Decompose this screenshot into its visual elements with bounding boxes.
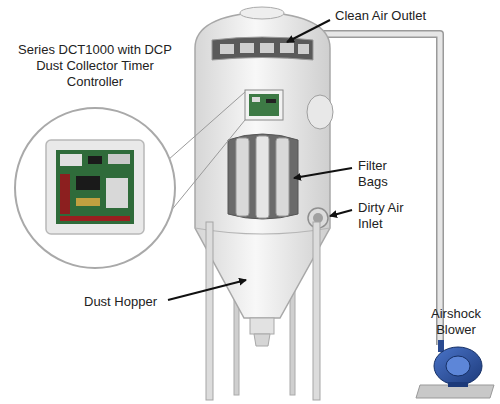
controller-enclosure xyxy=(46,140,144,234)
hopper-seam xyxy=(195,228,330,234)
leg xyxy=(313,222,320,400)
leader-arrow xyxy=(294,168,352,178)
airshock-blower xyxy=(434,347,482,385)
outlet-slot xyxy=(298,44,309,54)
blower-foot xyxy=(448,382,468,387)
board-part xyxy=(76,176,100,190)
board-part xyxy=(106,178,128,208)
collector-housing xyxy=(195,12,330,318)
inset-circle xyxy=(15,108,175,268)
circuit-board xyxy=(56,150,134,224)
blower-hub xyxy=(446,356,470,376)
hopper-spout xyxy=(254,334,270,346)
duct-pipe xyxy=(318,34,440,345)
side-port xyxy=(307,95,333,129)
hopper-spout xyxy=(250,318,274,334)
terminal-strip xyxy=(60,174,70,214)
clean-air-outlet xyxy=(212,37,313,60)
controller-part xyxy=(252,97,260,102)
part-label: Clean Air Outlet xyxy=(335,8,445,24)
board-part xyxy=(60,154,82,166)
top-cap xyxy=(240,7,284,19)
board-part xyxy=(108,154,130,164)
outlet-slot xyxy=(220,44,234,54)
blower-inlet xyxy=(438,340,444,352)
leg xyxy=(290,290,295,395)
filter-bag xyxy=(256,136,269,218)
part-label: Filter Bags xyxy=(358,158,410,190)
part-label: Dust Hopper xyxy=(84,294,168,310)
part-label: Dirty Air Inlet xyxy=(358,200,430,232)
outlet-slot xyxy=(260,43,274,53)
filter-bag xyxy=(276,138,289,216)
part-label: Airshock Blower xyxy=(416,306,496,338)
controller-panel xyxy=(245,90,283,120)
outlet-slot xyxy=(240,43,254,53)
duct-pipe-fill xyxy=(318,34,440,345)
controller-part xyxy=(266,99,276,103)
leader-arrow xyxy=(287,20,330,42)
leg xyxy=(206,222,213,400)
leader-arrow xyxy=(330,210,352,216)
board-part xyxy=(76,198,100,206)
terminal-strip xyxy=(60,216,130,221)
board-part xyxy=(88,156,102,164)
outlet-slot xyxy=(280,43,294,53)
zoom-line xyxy=(168,92,245,212)
part-label: Series DCT1000 with DCP Dust Collector T… xyxy=(12,42,178,90)
filter-bag xyxy=(236,138,249,216)
controller-board xyxy=(249,94,279,116)
filter-window xyxy=(228,134,298,219)
leader-arrow xyxy=(168,280,246,300)
